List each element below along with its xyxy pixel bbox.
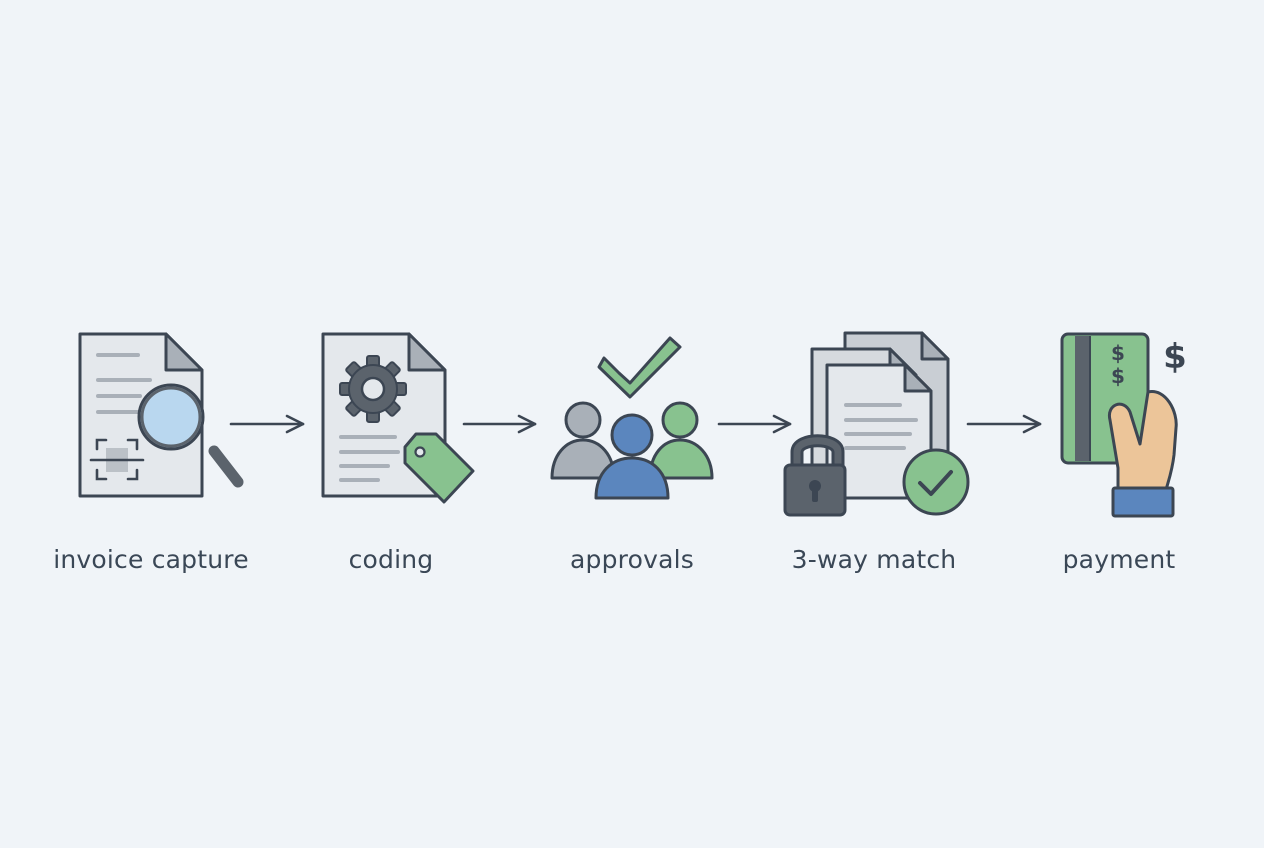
payment-icon: $ $ $ (1060, 332, 1187, 518)
currency-glyph: $ (1111, 341, 1125, 365)
coding-icon (321, 332, 475, 504)
invoice-capture-icon (78, 332, 244, 498)
step-label-coding: coding (348, 545, 434, 574)
step-label-three-way-match: 3-way match (791, 545, 957, 574)
currency-glyph: $ (1111, 364, 1125, 388)
approvals-icon (550, 336, 714, 500)
three-way-match-icon (783, 331, 970, 517)
step-label-invoice-capture: invoice capture (53, 545, 249, 574)
step-label-approvals: approvals (570, 545, 694, 574)
dollar-icon: $ (1163, 337, 1187, 377)
step-label-payment: payment (1062, 545, 1176, 574)
